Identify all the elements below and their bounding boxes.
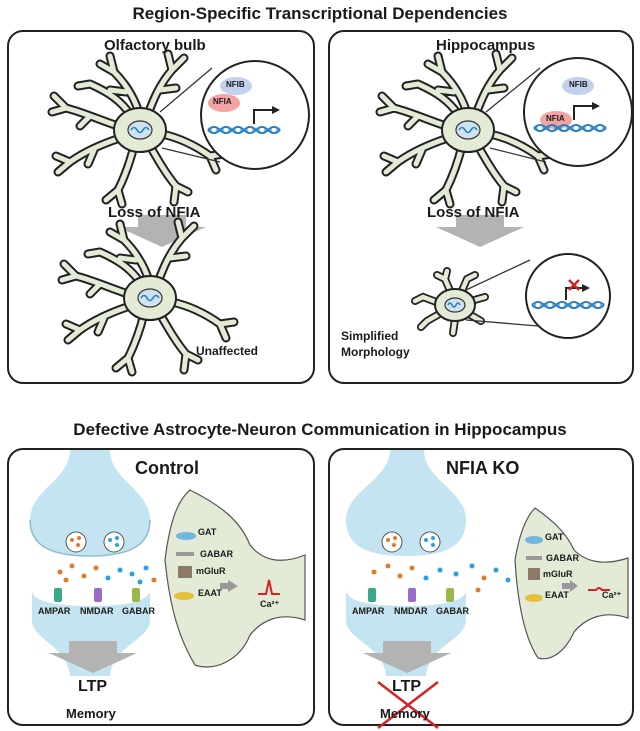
- eaat-label: EAAT: [545, 590, 569, 600]
- simplified-label: Simplified: [341, 329, 399, 343]
- loss-of-nfia-label: Loss of NFIA: [427, 204, 520, 221]
- gat-label: GAT: [545, 532, 564, 542]
- mglur-label: mGluR: [543, 569, 573, 579]
- gabar-label: GABAR: [436, 606, 469, 616]
- top-heading: Region-Specific Transcriptional Dependen…: [132, 4, 508, 23]
- transcription-arrow-icon: [573, 105, 592, 120]
- nfib-protein: [562, 77, 594, 95]
- nfia-label: NFIA: [213, 97, 232, 106]
- memory-label: Memory: [66, 706, 116, 721]
- gat-transporter: [176, 532, 196, 540]
- unaffected-label: Unaffected: [196, 344, 259, 358]
- ampar-label: AMPAR: [352, 606, 385, 616]
- eaat-transporter: [174, 592, 194, 600]
- ltp-label: LTP: [392, 678, 422, 695]
- synapse-icon: [346, 450, 466, 676]
- calcium-label: Ca²⁺: [602, 590, 622, 600]
- nmdar-label: NMDAR: [80, 606, 114, 616]
- loss-of-nfia-label: Loss of NFIA: [108, 204, 201, 221]
- neurotransmitter-release: [57, 563, 157, 585]
- mglur-receptor: [528, 568, 540, 580]
- control-title: Control: [135, 458, 199, 478]
- blocked-cross-icon: [568, 279, 580, 291]
- eaat-label: EAAT: [198, 588, 222, 598]
- nfib-label: NFIB: [569, 80, 588, 89]
- calcium-trace-icon: [588, 587, 610, 591]
- receptor-icons: [368, 588, 454, 602]
- bottom-heading: Defective Astrocyte-Neuron Communication…: [73, 420, 567, 439]
- nfib-protein: [220, 77, 252, 95]
- hippocampus-title: Hippocampus: [436, 37, 536, 54]
- ltp-label: LTP: [78, 678, 108, 695]
- nmdar-label: NMDAR: [394, 606, 428, 616]
- calcium-trace-icon: [258, 579, 280, 595]
- gabar-label: GABAR: [122, 606, 155, 616]
- receptor-icons: [54, 588, 140, 602]
- nucleus-zoom-circle: [523, 57, 633, 167]
- nfib-label: NFIB: [226, 80, 245, 89]
- astrocyte-process: [164, 489, 306, 668]
- calcium-label: Ca²⁺: [260, 599, 280, 609]
- mglur-receptor: [178, 566, 192, 578]
- mglur-label: mGluR: [196, 566, 226, 576]
- impaired-cross-icon: [377, 681, 439, 729]
- nfia-protein: [208, 94, 240, 112]
- signal-arrow-icon: [228, 580, 238, 592]
- gabar-astro-label: GABAR: [200, 549, 233, 559]
- nfia-label: NFIA: [546, 114, 565, 123]
- eaat-transporter: [525, 594, 543, 602]
- astrocyte-icon: [415, 271, 485, 333]
- gat-label: GAT: [198, 527, 217, 537]
- signal-arrow-icon: [570, 580, 578, 592]
- gabar-astro-label: GABAR: [546, 553, 579, 563]
- gabar-astro: [176, 552, 194, 556]
- memory-label: Memory: [380, 706, 430, 721]
- olfactory-bulb-title: Olfactory bulb: [104, 37, 206, 54]
- nucleus-zoom-circle: [525, 253, 611, 339]
- gat-transporter: [525, 536, 543, 544]
- transcription-arrow-icon: [253, 109, 272, 124]
- nfia-ko-title: NFIA KO: [446, 458, 520, 478]
- ampar-label: AMPAR: [38, 606, 71, 616]
- neurotransmitter-release: [371, 563, 511, 593]
- astrocyte-icon: [52, 54, 224, 204]
- gabar-astro: [526, 556, 542, 560]
- morphology-label: Morphology: [341, 345, 410, 359]
